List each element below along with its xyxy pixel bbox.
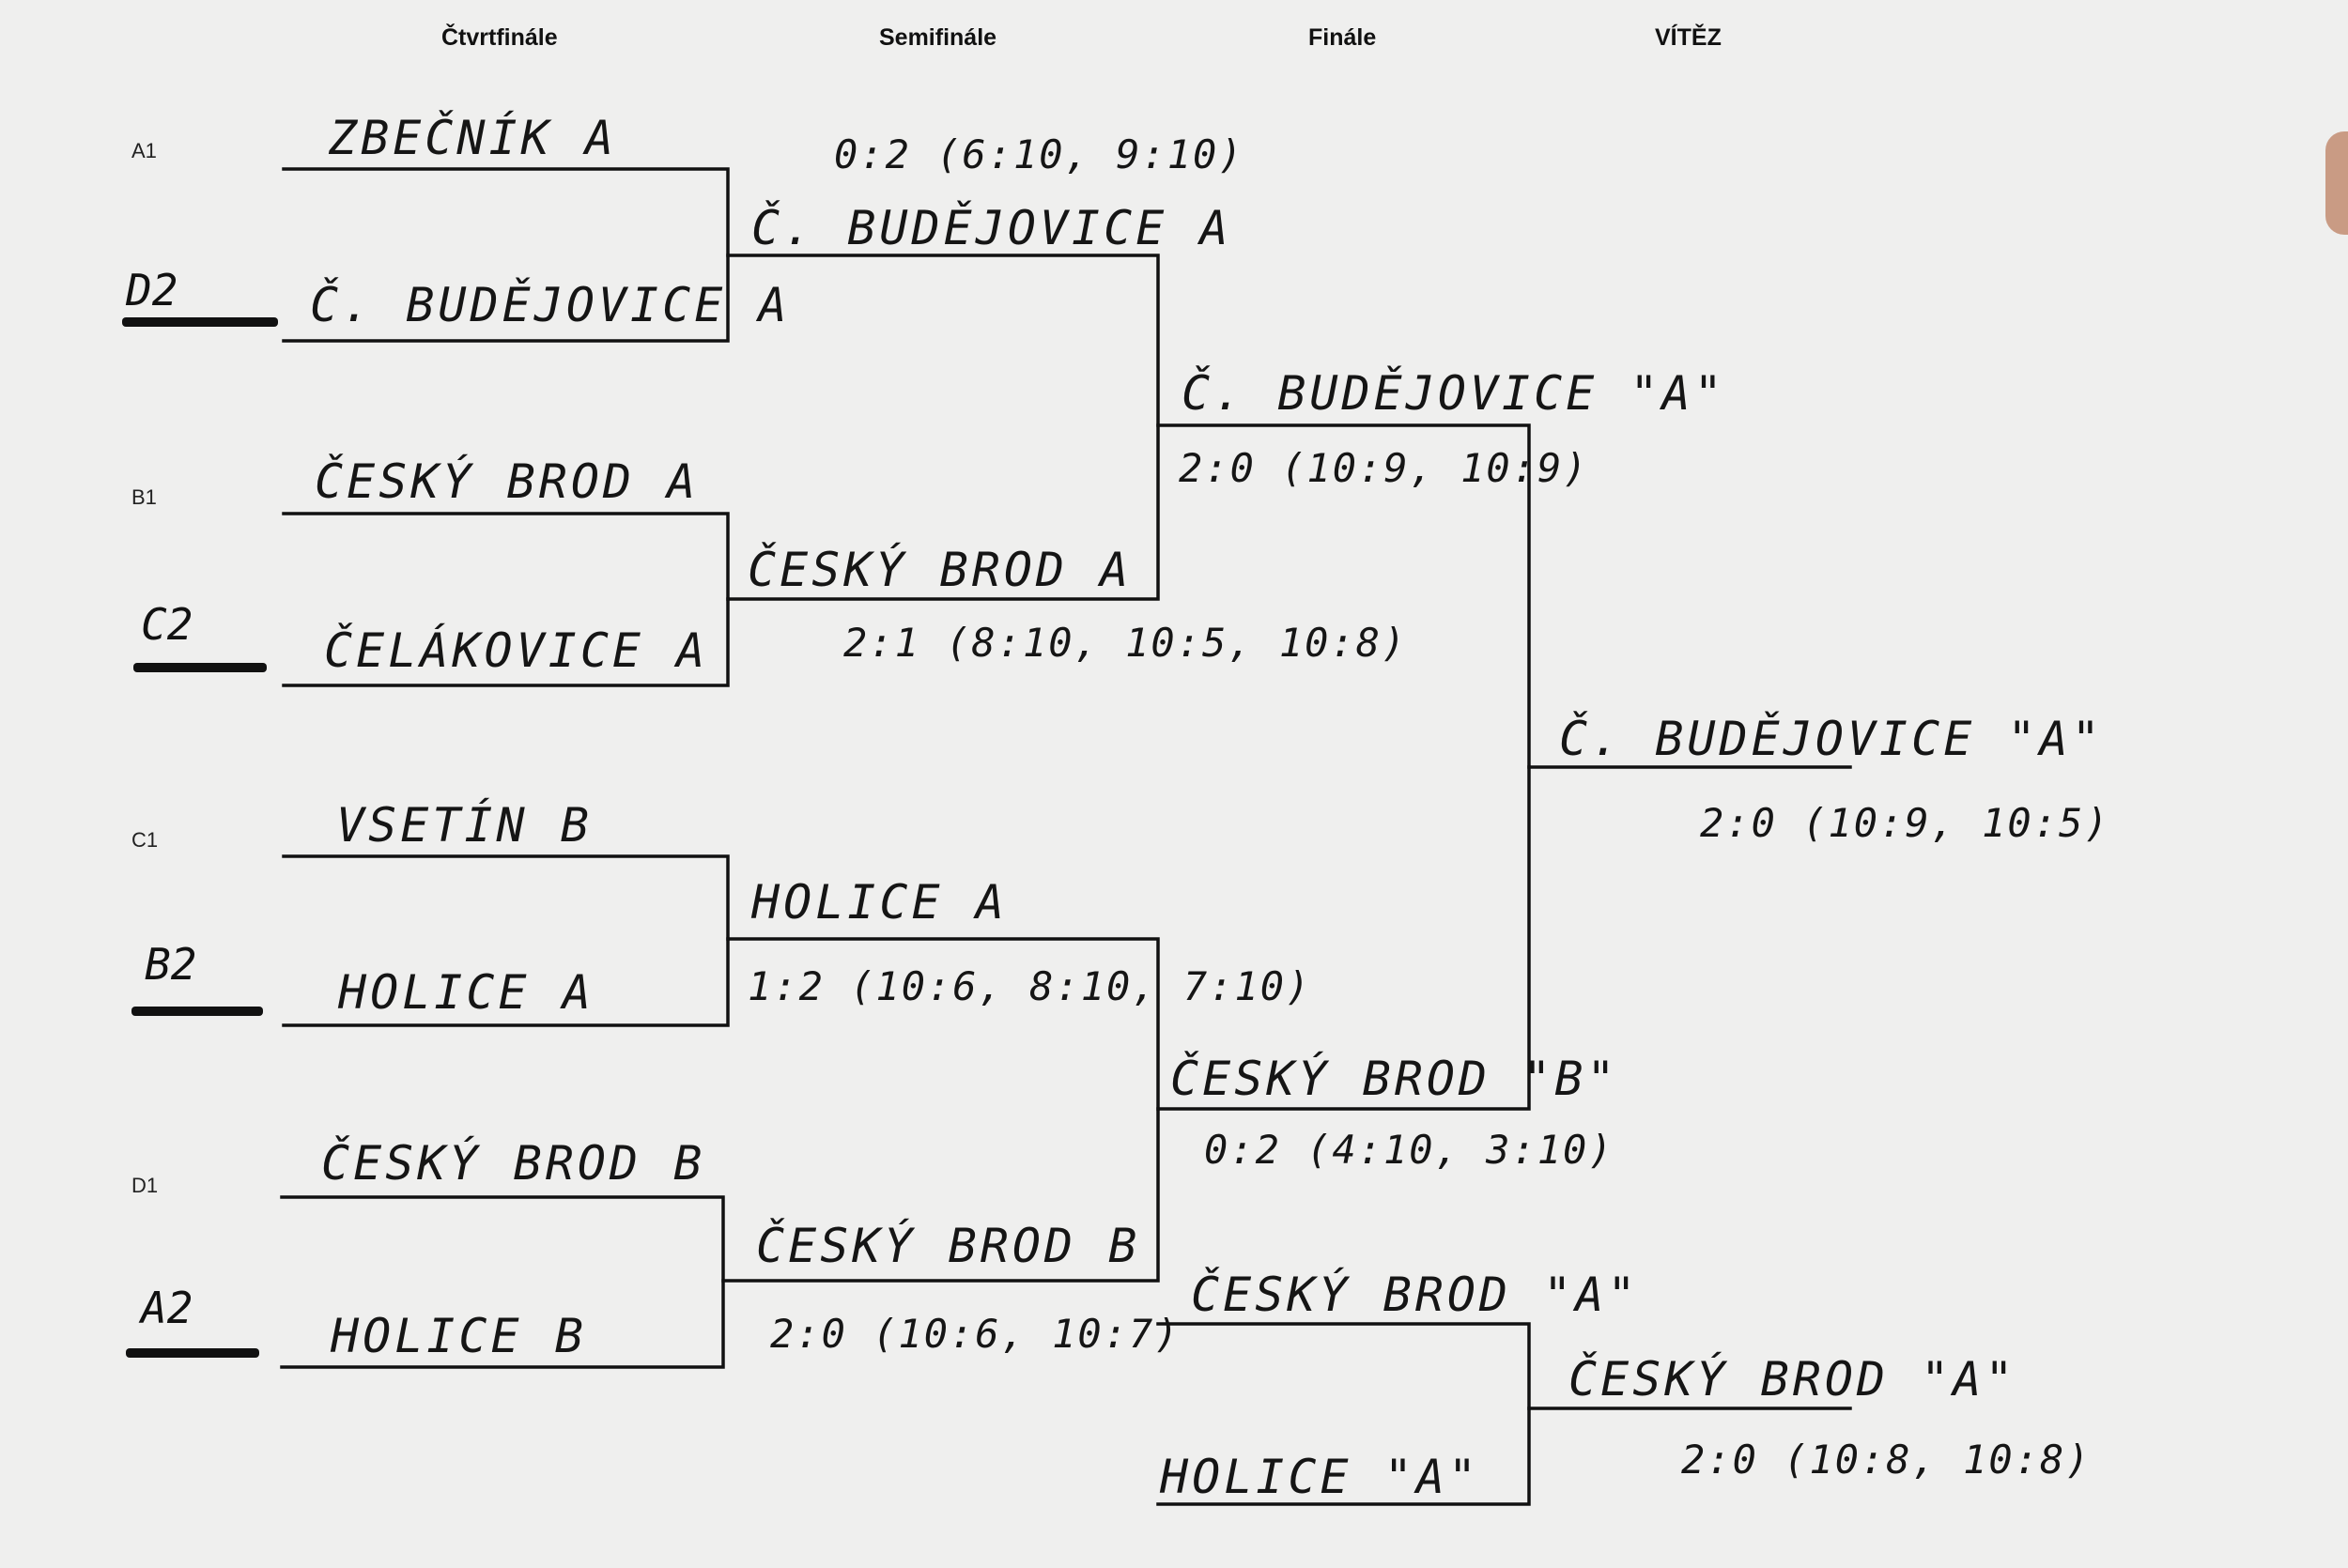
third-place-bracket: [1156, 1322, 1531, 1506]
thumb-edge: [2325, 131, 2348, 235]
seed-c2: C2: [141, 599, 193, 650]
seed-b2-scribble: [131, 1007, 263, 1016]
third-place-winner: ČESKÝ BROD "A": [1568, 1352, 2017, 1407]
qf-team-8: HOLICE B: [331, 1309, 587, 1363]
seed-c2-scribble: [133, 663, 267, 672]
seed-a1: A1: [131, 139, 157, 162]
final-team-2: ČESKÝ BROD "B": [1170, 1052, 1619, 1106]
seed-a2-scribble: [126, 1348, 259, 1358]
seed-d2: D2: [126, 265, 178, 315]
sf-team-2: ČESKÝ BROD A: [748, 543, 1133, 597]
sf-team-1: Č. BUDĚJOVICE A: [751, 201, 1232, 255]
third-place-score: 2:0 (10:8, 10:8): [1681, 1437, 2092, 1483]
seed-a2: A2: [141, 1283, 193, 1333]
third-place-team-1: ČESKÝ BROD "A": [1191, 1268, 1640, 1322]
header-final: Finále: [1308, 24, 1377, 51]
header-semifinal: Semifinále: [879, 24, 997, 51]
sf-bracket-1: [726, 254, 1160, 601]
final-team-1: Č. BUDĚJOVICE "A": [1182, 366, 1726, 421]
sf-score-4: 2:0 (10:6, 10:7): [770, 1311, 1181, 1357]
qf-team-3: ČESKÝ BROD A: [315, 454, 700, 509]
winner-score: 2:0 (10:9, 10:5): [1700, 800, 2110, 846]
qf-team-7: ČESKÝ BROD B: [321, 1136, 706, 1191]
final-score-1: 2:0 (10:9, 10:9): [1179, 445, 1589, 491]
seed-c1: C1: [131, 828, 159, 852]
qf-team-2: Č. BUDĚJOVICE A: [310, 278, 791, 332]
qf-team-1: ZBEČNÍK A: [329, 111, 617, 165]
third-place-team-2: HOLICE "A": [1160, 1450, 1481, 1504]
seed-d1: D1: [131, 1174, 159, 1197]
qf-bracket-3: [282, 854, 730, 1027]
sf-score-3: 1:2 (10:6, 8:10, 7:10): [748, 963, 1312, 1009]
header-quarterfinal: Čtvrtfinále: [441, 24, 558, 51]
sf-score-2: 2:1 (8:10, 10:5, 10:8): [843, 620, 1408, 666]
seed-b1: B1: [131, 485, 157, 509]
header-winner: VÍTĚZ: [1655, 24, 1722, 51]
qf-team-5: VSETÍN B: [336, 798, 593, 853]
seed-b2: B2: [145, 939, 197, 990]
sf-team-4: ČESKÝ BROD B: [756, 1219, 1141, 1273]
qf-team-6: HOLICE A: [338, 965, 595, 1020]
sf-team-3: HOLICE A: [751, 875, 1008, 930]
winner-team: Č. BUDĚJOVICE "A": [1559, 712, 2104, 766]
seed-d2-scribble: [122, 317, 278, 327]
qf-team-4: ČELÁKOVICE A: [324, 623, 709, 678]
sf-score-1: 0:2 (6:10, 9:10): [834, 131, 1244, 177]
final-score-2: 0:2 (4:10, 3:10): [1204, 1127, 1614, 1173]
